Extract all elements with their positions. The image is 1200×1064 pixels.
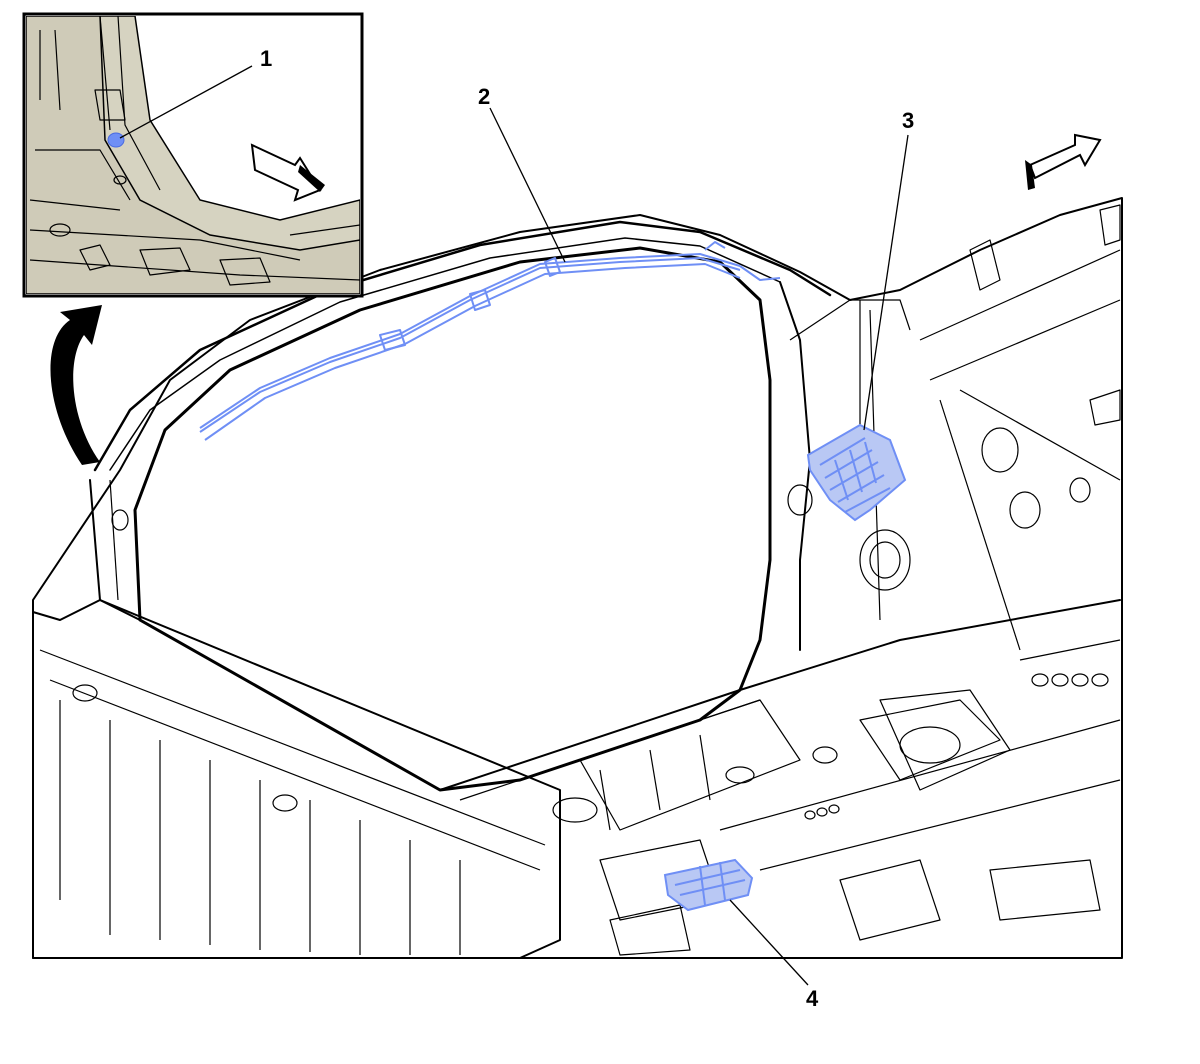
main-view [32,133,1123,959]
callout-label-3: 3 [902,108,914,133]
callout-label-4: 4 [806,986,819,1011]
main-direction-arrow-icon [1025,133,1102,190]
inset-pointer-curved-arrow-icon [50,305,102,465]
sensor-component [107,132,125,148]
left-side-panel [32,599,561,959]
side-module-component [806,423,907,522]
callout-label-2: 2 [478,84,490,109]
callout-2: 2 [478,84,566,263]
callout-label-1: 1 [260,46,272,71]
inset-direction-arrow-icon [250,143,325,202]
rear-opening-panel [133,246,772,792]
callout-4: 4 [729,899,819,1011]
inset-view [22,12,364,298]
roof-rail-airbag-component [199,241,781,441]
callout-3: 3 [863,108,914,431]
floor-module-component [663,858,754,912]
vehicle-body-base [32,197,1123,959]
callout-1: 1 [119,46,272,139]
